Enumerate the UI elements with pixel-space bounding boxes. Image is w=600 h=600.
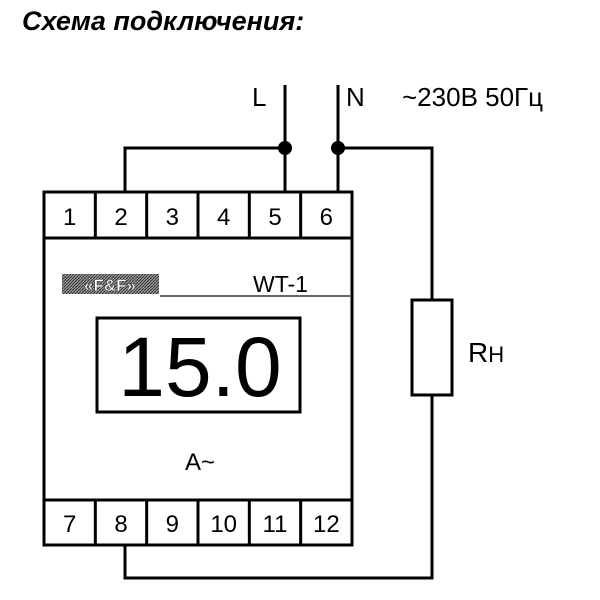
neutral-label: N bbox=[346, 82, 365, 112]
voltage-label: ~230В 50Гц bbox=[402, 82, 543, 112]
unit-label: A~ bbox=[185, 449, 215, 476]
junction-l bbox=[278, 141, 292, 155]
terminal-12: 12 bbox=[313, 511, 340, 538]
wire-n-to-load bbox=[338, 146, 434, 300]
wire-l-to-2 bbox=[123, 146, 285, 192]
terminal-2: 2 bbox=[114, 204, 127, 231]
terminal-10: 10 bbox=[210, 511, 237, 538]
diagram-title: Схема подключения: bbox=[22, 6, 305, 36]
terminal-6: 6 bbox=[320, 204, 333, 231]
junction-n bbox=[331, 141, 345, 155]
terminal-3: 3 bbox=[166, 204, 179, 231]
terminal-9: 9 bbox=[166, 511, 179, 538]
line-label: L bbox=[252, 82, 266, 112]
brand-logo bbox=[62, 274, 159, 294]
terminal-5: 5 bbox=[268, 204, 281, 231]
load-resistor bbox=[410, 298, 454, 397]
display-value: 15.0 bbox=[118, 320, 282, 414]
model-label: WT-1 bbox=[253, 271, 308, 297]
terminal-8: 8 bbox=[114, 511, 127, 538]
display-frame bbox=[95, 316, 302, 414]
terminal-4: 4 bbox=[217, 204, 230, 231]
load-label: RН bbox=[468, 337, 504, 368]
wire-load-to-8 bbox=[123, 395, 434, 580]
brand-logo-text: «F&F» bbox=[84, 276, 136, 295]
terminal-1: 1 bbox=[63, 204, 76, 231]
terminal-7: 7 bbox=[63, 511, 76, 538]
terminal-11: 11 bbox=[263, 511, 288, 538]
